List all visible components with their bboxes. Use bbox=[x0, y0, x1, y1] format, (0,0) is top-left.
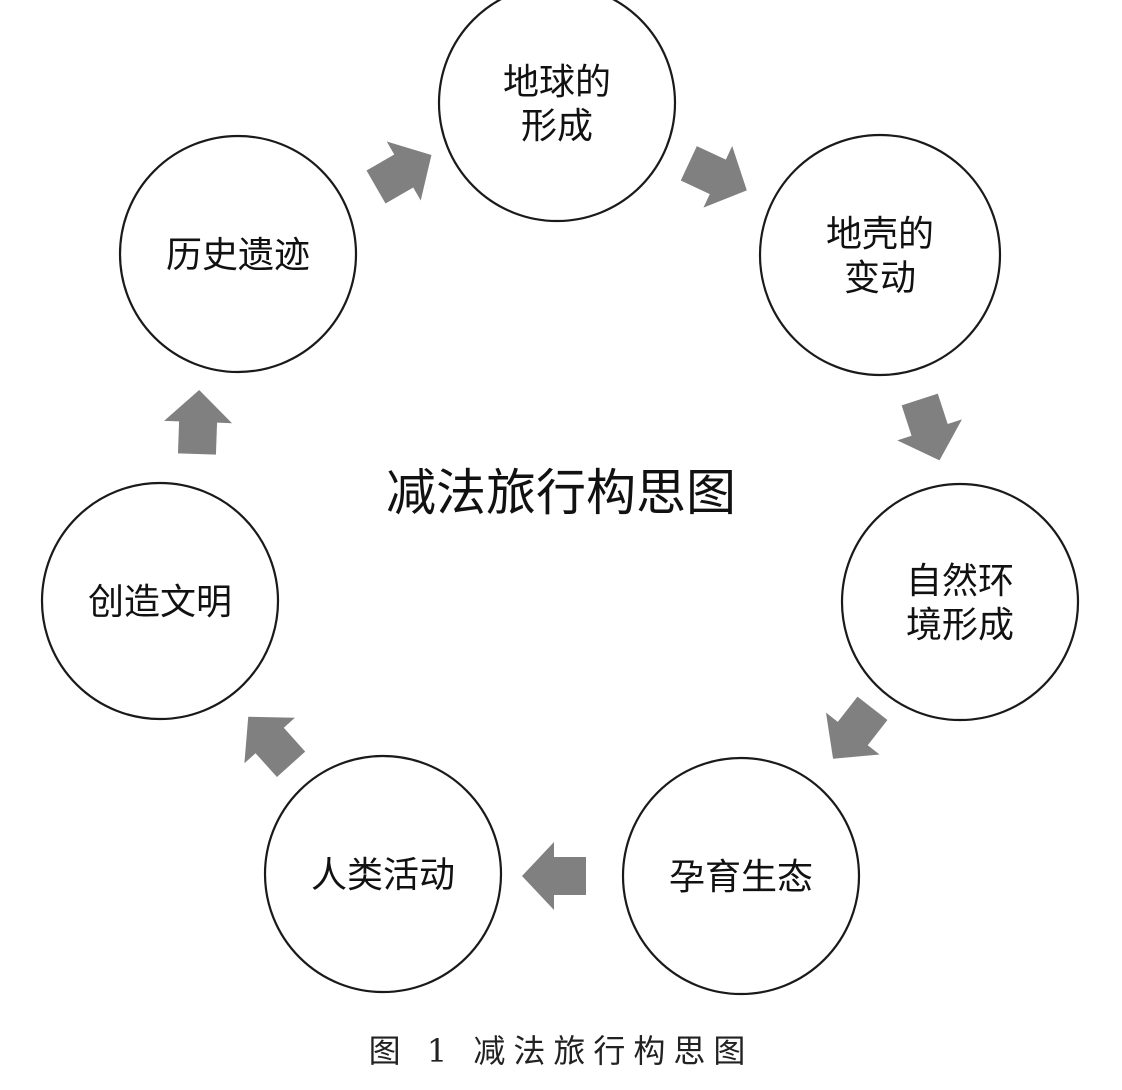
node-circle bbox=[758, 133, 1002, 377]
node-ecology: 孕育生态 bbox=[621, 756, 861, 996]
node-human-activity: 人类活动 bbox=[263, 754, 503, 994]
node-civilization: 创造文明 bbox=[40, 481, 280, 721]
node-label: 孕育生态 bbox=[669, 857, 813, 898]
flow-arrow-4 bbox=[522, 842, 586, 910]
node-circle bbox=[840, 482, 1080, 722]
node-label: 地壳的 bbox=[826, 214, 934, 255]
node-circle bbox=[40, 481, 280, 721]
flow-arrow-7 bbox=[366, 141, 432, 204]
node-label: 形成 bbox=[521, 106, 593, 147]
node-label: 自然环 bbox=[906, 561, 1014, 602]
arrows-layer bbox=[164, 141, 962, 910]
node-label: 地球的 bbox=[503, 62, 611, 103]
flow-arrow-6 bbox=[164, 390, 233, 455]
flow-arrow-1 bbox=[680, 146, 747, 208]
node-label: 变动 bbox=[844, 258, 916, 299]
diagram-title: 减法旅行构思图 bbox=[386, 464, 736, 522]
node-label: 历史遗迹 bbox=[166, 235, 310, 276]
node-circle bbox=[118, 134, 358, 374]
node-label: 人类活动 bbox=[311, 855, 455, 896]
node-circle bbox=[621, 756, 861, 996]
flow-arrow-3 bbox=[825, 696, 888, 759]
node-circle bbox=[437, 0, 677, 223]
node-historic-sites: 历史遗迹 bbox=[118, 134, 358, 374]
node-label: 境形成 bbox=[906, 605, 1014, 646]
figure-caption: 图 1 减法旅行构思图 bbox=[369, 1032, 754, 1070]
node-label: 创造文明 bbox=[88, 582, 232, 623]
flow-arrow-2 bbox=[897, 393, 962, 461]
node-circle bbox=[263, 754, 503, 994]
flow-arrow-5 bbox=[244, 716, 306, 778]
